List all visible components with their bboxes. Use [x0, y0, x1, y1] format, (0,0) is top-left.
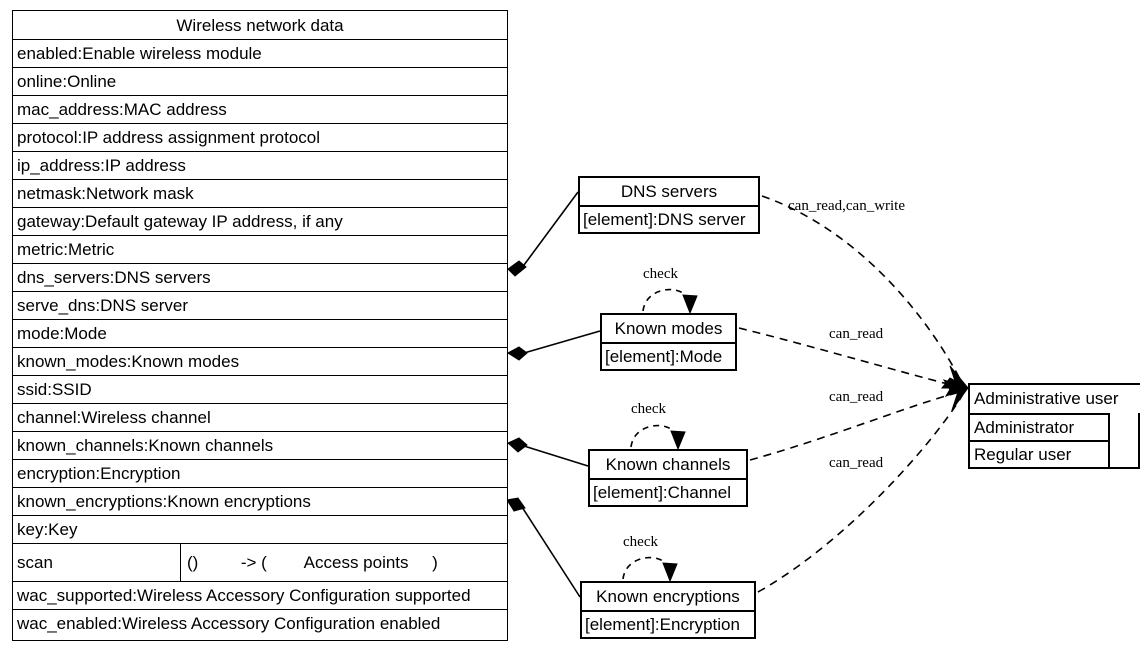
operation-row: scan () -> ( Access points )	[13, 543, 507, 581]
attribute-row: serve_dns:DNS server	[13, 291, 507, 319]
class-title-known-channels: Known channels	[590, 451, 746, 478]
dependency-line-dns	[761, 195, 963, 384]
class-box-known-modes[interactable]: Known modes [element]:Mode	[600, 313, 737, 371]
admin-item-regular-user: Regular user	[970, 440, 1110, 467]
attribute-row: dns_servers:DNS servers	[13, 263, 507, 291]
arrowhead-encryptions	[951, 386, 970, 411]
attribute-row: channel:Wireless channel	[13, 403, 507, 431]
composition-diamond-channels	[507, 437, 528, 453]
composition-line-encryptions	[521, 506, 581, 598]
attribute-row: gateway:Default gateway IP address, if a…	[13, 207, 507, 235]
arrowhead-check-channels	[670, 430, 686, 451]
attribute-row: enabled:Enable wireless module	[13, 39, 507, 67]
edge-label-dns-permissions: can_read,can_write	[788, 198, 906, 214]
attribute-row: online:Online	[13, 67, 507, 95]
operation-signature: () -> ( Access points )	[187, 552, 438, 572]
composition-diamond-modes	[507, 346, 528, 361]
edge-label-check-channels: check	[631, 401, 666, 417]
element-row-dns-servers: [element]:DNS server	[580, 205, 758, 232]
attribute-row: key:Key	[13, 515, 507, 543]
element-row-known-modes: [element]:Mode	[602, 342, 735, 369]
edge-label-encryptions-permissions: can_read	[829, 455, 884, 471]
arrowhead-check-modes	[682, 294, 698, 315]
self-loop-modes	[642, 288, 691, 312]
class-title-dns-servers: DNS servers	[580, 178, 758, 205]
composition-line-dns	[523, 191, 579, 266]
attribute-row: encryption:Encryption	[13, 459, 507, 487]
element-row-known-encryptions: [element]:Encryption	[582, 610, 754, 637]
attribute-row: mac_address:MAC address	[13, 95, 507, 123]
attribute-row: protocol:IP address assignment protocol	[13, 123, 507, 151]
composition-diamond-encryptions	[506, 497, 526, 512]
composition-line-modes	[523, 330, 601, 354]
dependency-line-encryptions	[757, 395, 963, 593]
edge-label-modes-permissions: can_read	[829, 326, 884, 342]
attribute-row: metric:Metric	[13, 235, 507, 263]
attribute-row: ssid:SSID	[13, 375, 507, 403]
attribute-row: known_encryptions:Known encryptions	[13, 487, 507, 515]
class-title-known-encryptions: Known encryptions	[582, 583, 754, 610]
self-loop-encryptions	[622, 556, 671, 580]
self-loop-channels	[630, 424, 679, 448]
edge-label-channels-permissions: can_read	[829, 389, 884, 405]
class-box-administrative-user[interactable]: Administrative user Administrator Regula…	[968, 383, 1142, 469]
class-title-wireless-network-data: Wireless network data	[13, 11, 507, 39]
class-box-wireless-network-data[interactable]: Wireless network data enabled:Enable wir…	[12, 10, 508, 641]
composition-line-channels	[523, 445, 589, 467]
attribute-row: wac_enabled:Wireless Accessory Configura…	[13, 609, 507, 637]
class-title-known-modes: Known modes	[602, 315, 735, 342]
edge-label-check-encryptions: check	[623, 534, 658, 550]
arrowhead-channels	[944, 385, 969, 397]
operation-name: scan	[13, 544, 181, 581]
attribute-row: known_channels:Known channels	[13, 431, 507, 459]
class-title-administrative-user: Administrative user	[970, 385, 1142, 413]
edge-label-check-modes: check	[643, 266, 678, 282]
attribute-row: wac_supported:Wireless Accessory Configu…	[13, 581, 507, 609]
class-box-known-channels[interactable]: Known channels [element]:Channel	[588, 449, 748, 507]
class-box-known-encryptions[interactable]: Known encryptions [element]:Encryption	[580, 581, 756, 639]
attribute-row: ip_address:IP address	[13, 151, 507, 179]
class-box-dns-servers[interactable]: DNS servers [element]:DNS server	[578, 176, 760, 234]
element-row-known-channels: [element]:Channel	[590, 478, 746, 505]
arrowhead-modes	[942, 379, 969, 391]
attribute-row: mode:Mode	[13, 319, 507, 347]
arrowhead-check-encryptions	[662, 562, 678, 583]
arrowhead-dns	[949, 365, 970, 390]
attribute-row: netmask:Network mask	[13, 179, 507, 207]
admin-item-administrator: Administrator	[970, 413, 1110, 440]
arrowhead-cluster	[940, 377, 970, 389]
composition-diamond-dns	[507, 260, 527, 277]
attribute-row: known_modes:Known modes	[13, 347, 507, 375]
